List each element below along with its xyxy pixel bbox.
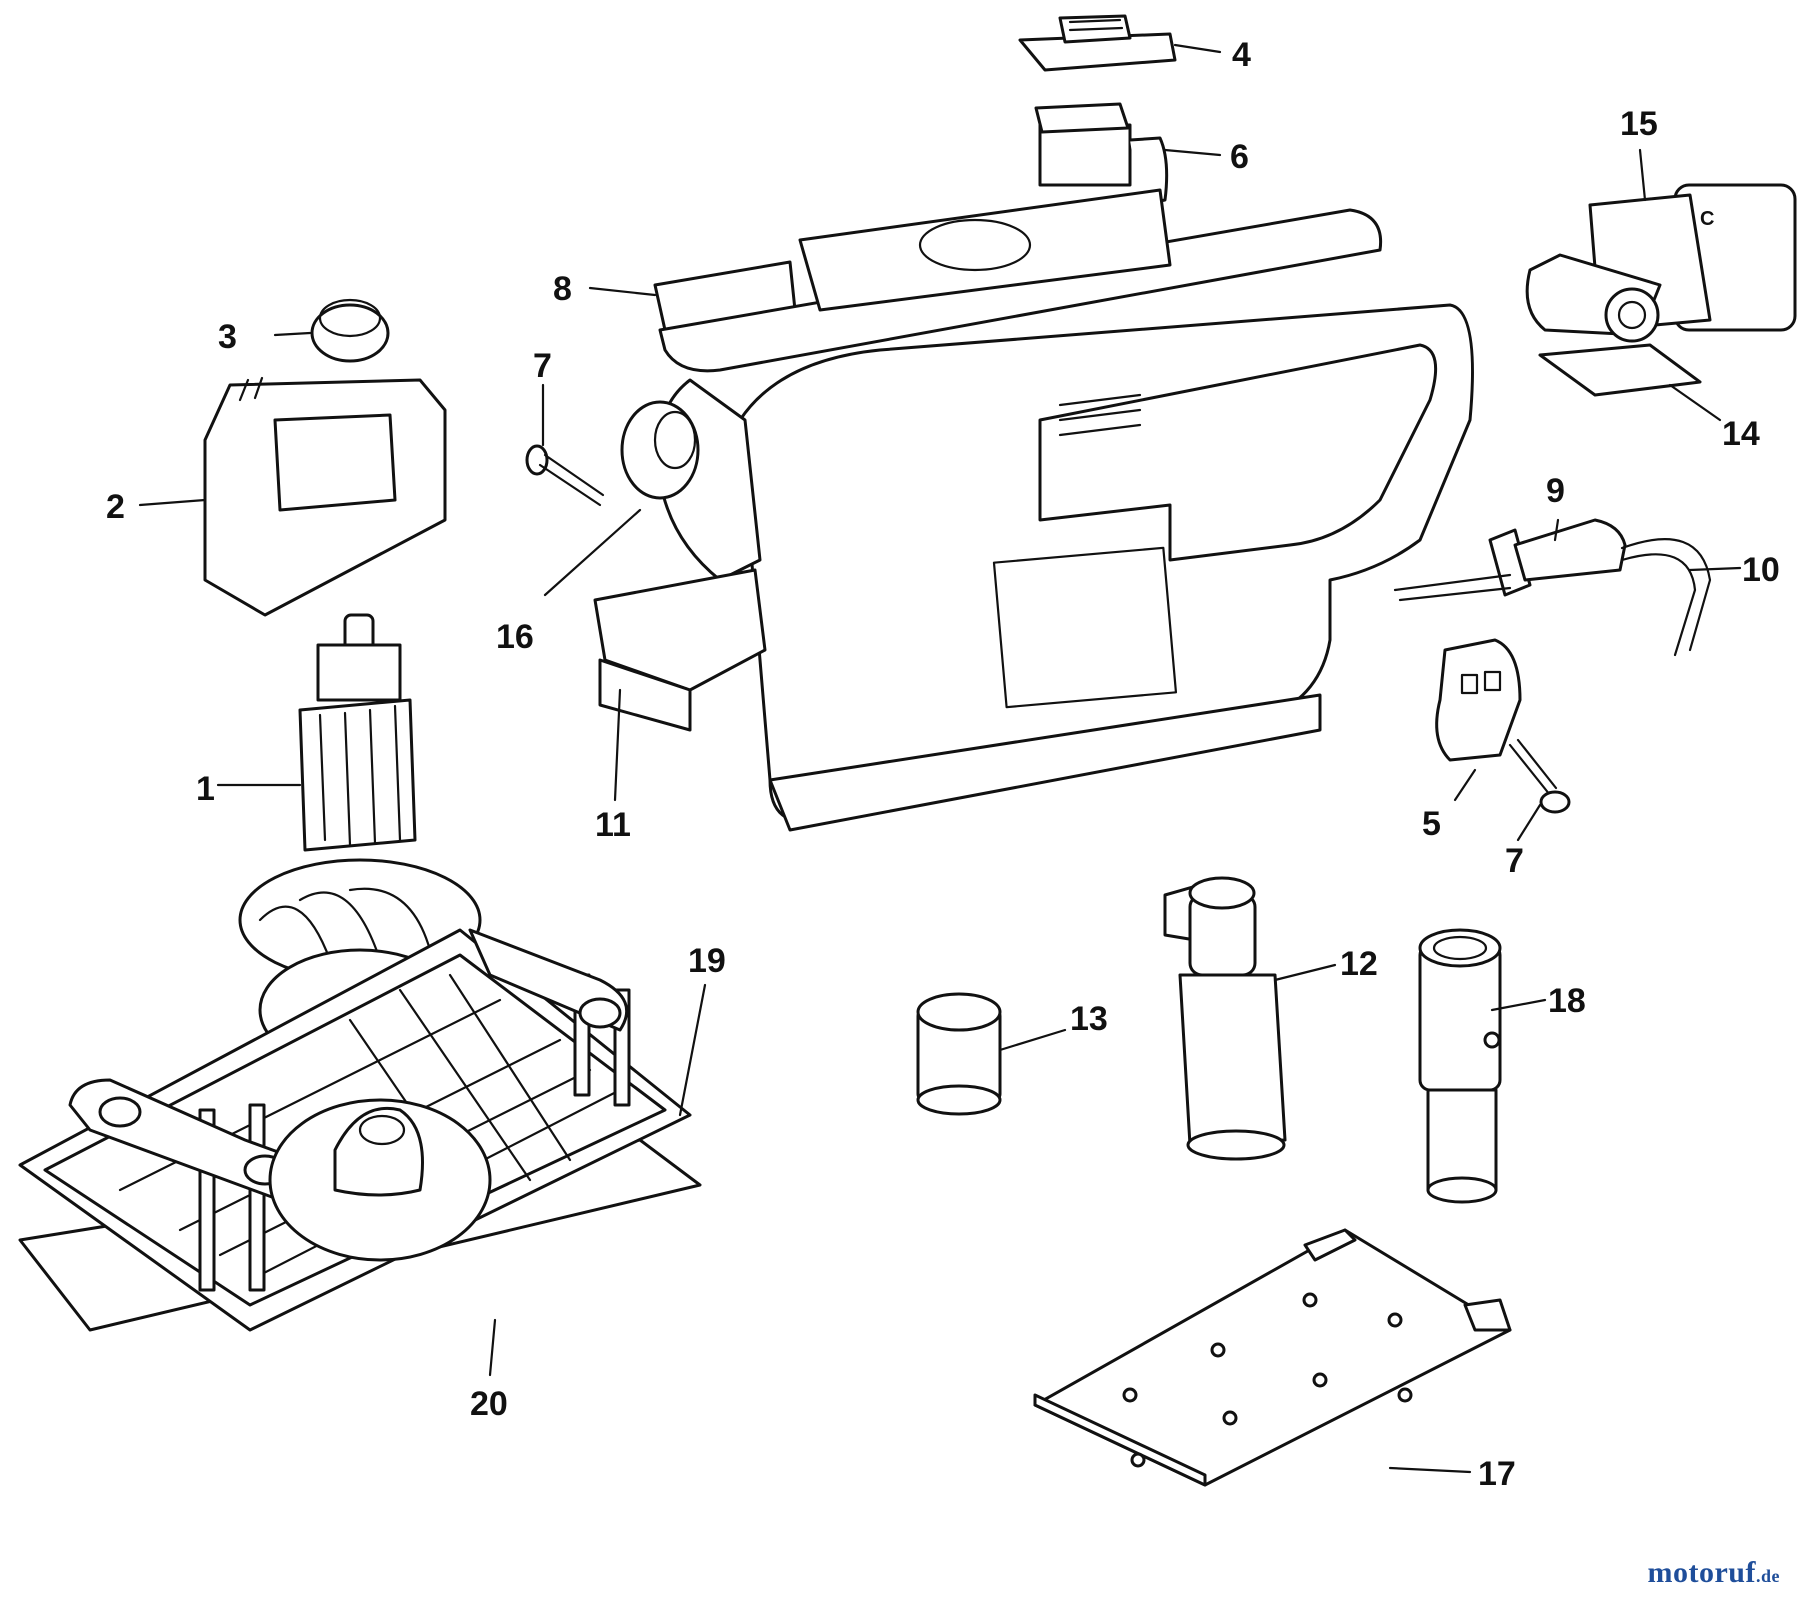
callout-1: 1	[196, 770, 215, 808]
callout-7-upper: 7	[533, 347, 552, 385]
watermark-tld: .de	[1756, 1566, 1780, 1586]
callout-12: 12	[1340, 945, 1378, 983]
part-6-rocker-switch	[1034, 102, 1169, 211]
callout-19: 19	[688, 942, 726, 980]
callout-18: 18	[1548, 982, 1586, 1020]
part-10-cable	[1393, 538, 1712, 657]
part-16-cover-disc	[620, 400, 700, 500]
callout-2: 2	[106, 488, 125, 526]
part-3-brush-cap	[310, 298, 390, 363]
part-9-strain-relief	[1488, 518, 1627, 597]
watermark-text: motoruf	[1647, 1556, 1756, 1589]
callout-14: 14	[1722, 415, 1760, 453]
callout-6: 6	[1230, 138, 1249, 176]
callout-10: 10	[1742, 551, 1780, 589]
part-5-cable-clamp	[1435, 638, 1522, 762]
part-14-dust-unit-gasket	[1538, 343, 1702, 397]
callout-11: 11	[595, 806, 631, 844]
callout-8: 8	[553, 270, 572, 308]
part-7-screw-lower	[1508, 738, 1571, 814]
callout-9: 9	[1546, 472, 1565, 510]
part-13-sleeve	[916, 992, 1002, 1116]
part-2-field-coil	[203, 376, 447, 617]
part-12-adapter	[1163, 876, 1287, 1161]
callout-17: 17	[1478, 1455, 1516, 1493]
callout-16: 16	[496, 618, 534, 656]
watermark-logo: motoruf.de	[1648, 1556, 1780, 1590]
callout-20: 20	[470, 1385, 508, 1423]
part-11-lower-bracket	[593, 568, 767, 732]
tray-pins	[1122, 1292, 1413, 1468]
callout-3: 3	[218, 318, 237, 356]
callout-5: 5	[1422, 805, 1441, 843]
callout-4: 4	[1232, 36, 1251, 74]
callout-labels: 4 6 15 14 8 3 7 2 16 1 11 9 10 5 7 12 13…	[106, 36, 1780, 1493]
callout-15: 15	[1620, 105, 1658, 143]
part-18-tube	[1418, 928, 1502, 1204]
part-7-screw-upper	[525, 444, 605, 507]
leader-lines	[138, 43, 1742, 1474]
part-19-base-plate	[18, 928, 692, 1332]
part-17-tray	[1033, 1228, 1512, 1487]
callout-13: 13	[1070, 1000, 1108, 1038]
part-15-dust-unit: C	[1525, 183, 1797, 343]
part-8-main-housing	[653, 188, 1474, 832]
part-4-switch-cap	[1018, 14, 1177, 72]
svg-text:C: C	[1700, 208, 1714, 230]
callout-7-lower: 7	[1505, 842, 1524, 880]
